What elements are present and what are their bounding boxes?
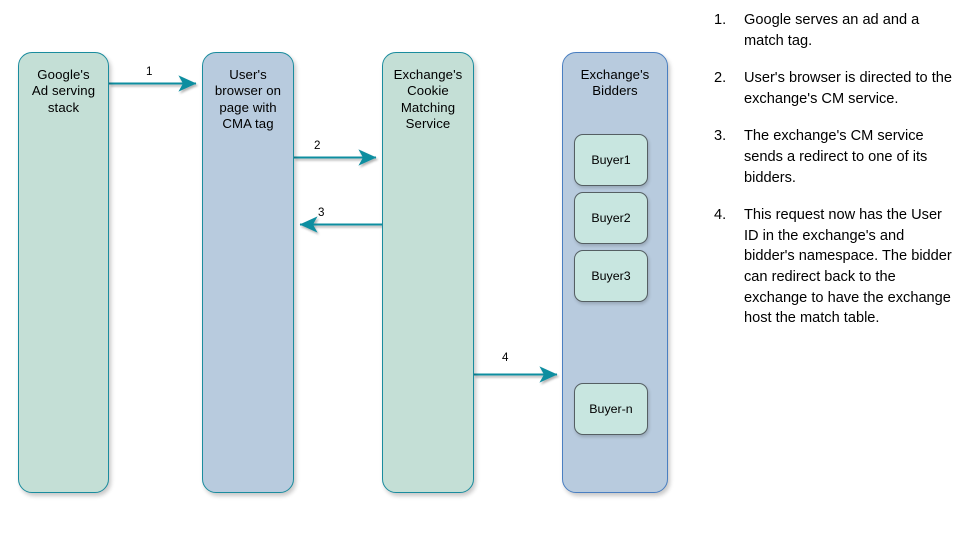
- node-browser-line-3: page with: [219, 99, 277, 115]
- buyer-label: Buyer-n: [589, 401, 633, 416]
- step-text: This request now has the User ID in the …: [744, 207, 952, 327]
- step-item-3: 3. The exchange's CM service sends a red…: [706, 126, 954, 188]
- arrow-label-2: 2: [314, 139, 321, 152]
- buyer-label: Buyer1: [591, 152, 631, 167]
- buyer-label: Buyer3: [591, 268, 631, 283]
- step-number: 2.: [714, 70, 727, 87]
- node-browser-line-2: browser on: [214, 83, 282, 99]
- step-text: The exchange's CM service sends a redire…: [744, 128, 928, 186]
- step-item-1: 1. Google serves an ad and a match tag.: [706, 10, 954, 51]
- node-exchange-cookie-matching-service[interactable]: Exchange's Cookie Matching Service: [382, 52, 474, 493]
- node-bidders-line-2: Bidders: [592, 83, 638, 99]
- arrow-label-4: 4: [502, 351, 509, 364]
- node-browser-line-4: CMA tag: [222, 116, 274, 132]
- node-cms-line-1: Exchange's: [393, 67, 463, 82]
- node-google-line-1: Google's: [37, 67, 90, 82]
- step-item-4: 4. This request now has the User ID in t…: [706, 205, 954, 329]
- step-number: 3.: [714, 128, 727, 145]
- step-number: 4.: [714, 207, 727, 224]
- step-text: User's browser is directed to the exchan…: [744, 70, 952, 107]
- buyer-box-1[interactable]: Buyer1: [574, 134, 648, 186]
- buyer-box-n[interactable]: Buyer-n: [574, 383, 648, 435]
- node-bidders-line-1: Exchange's: [580, 67, 650, 82]
- steps-list: 1. Google serves an ad and a match tag. …: [706, 10, 954, 346]
- node-cms-line-4: Service: [405, 116, 451, 132]
- node-google-line-3: stack: [47, 99, 80, 115]
- node-user-browser[interactable]: User's browser on page with CMA tag: [202, 52, 294, 493]
- node-google-ad-serving-stack[interactable]: Google's Ad serving stack: [18, 52, 109, 493]
- arrow-label-3: 3: [318, 206, 325, 219]
- step-text: Google serves an ad and a match tag.: [744, 12, 920, 49]
- step-item-2: 2. User's browser is directed to the exc…: [706, 68, 954, 109]
- buyer-box-3[interactable]: Buyer3: [574, 250, 648, 302]
- arrow-label-1: 1: [146, 65, 153, 78]
- node-browser-line-1: User's: [229, 67, 267, 82]
- node-cms-line-2: Cookie: [407, 83, 449, 99]
- buyer-label: Buyer2: [591, 210, 631, 225]
- node-google-line-2: Ad serving: [31, 83, 96, 99]
- step-number: 1.: [714, 12, 727, 28]
- node-cms-line-3: Matching: [400, 99, 456, 115]
- buyer-box-2[interactable]: Buyer2: [574, 192, 648, 244]
